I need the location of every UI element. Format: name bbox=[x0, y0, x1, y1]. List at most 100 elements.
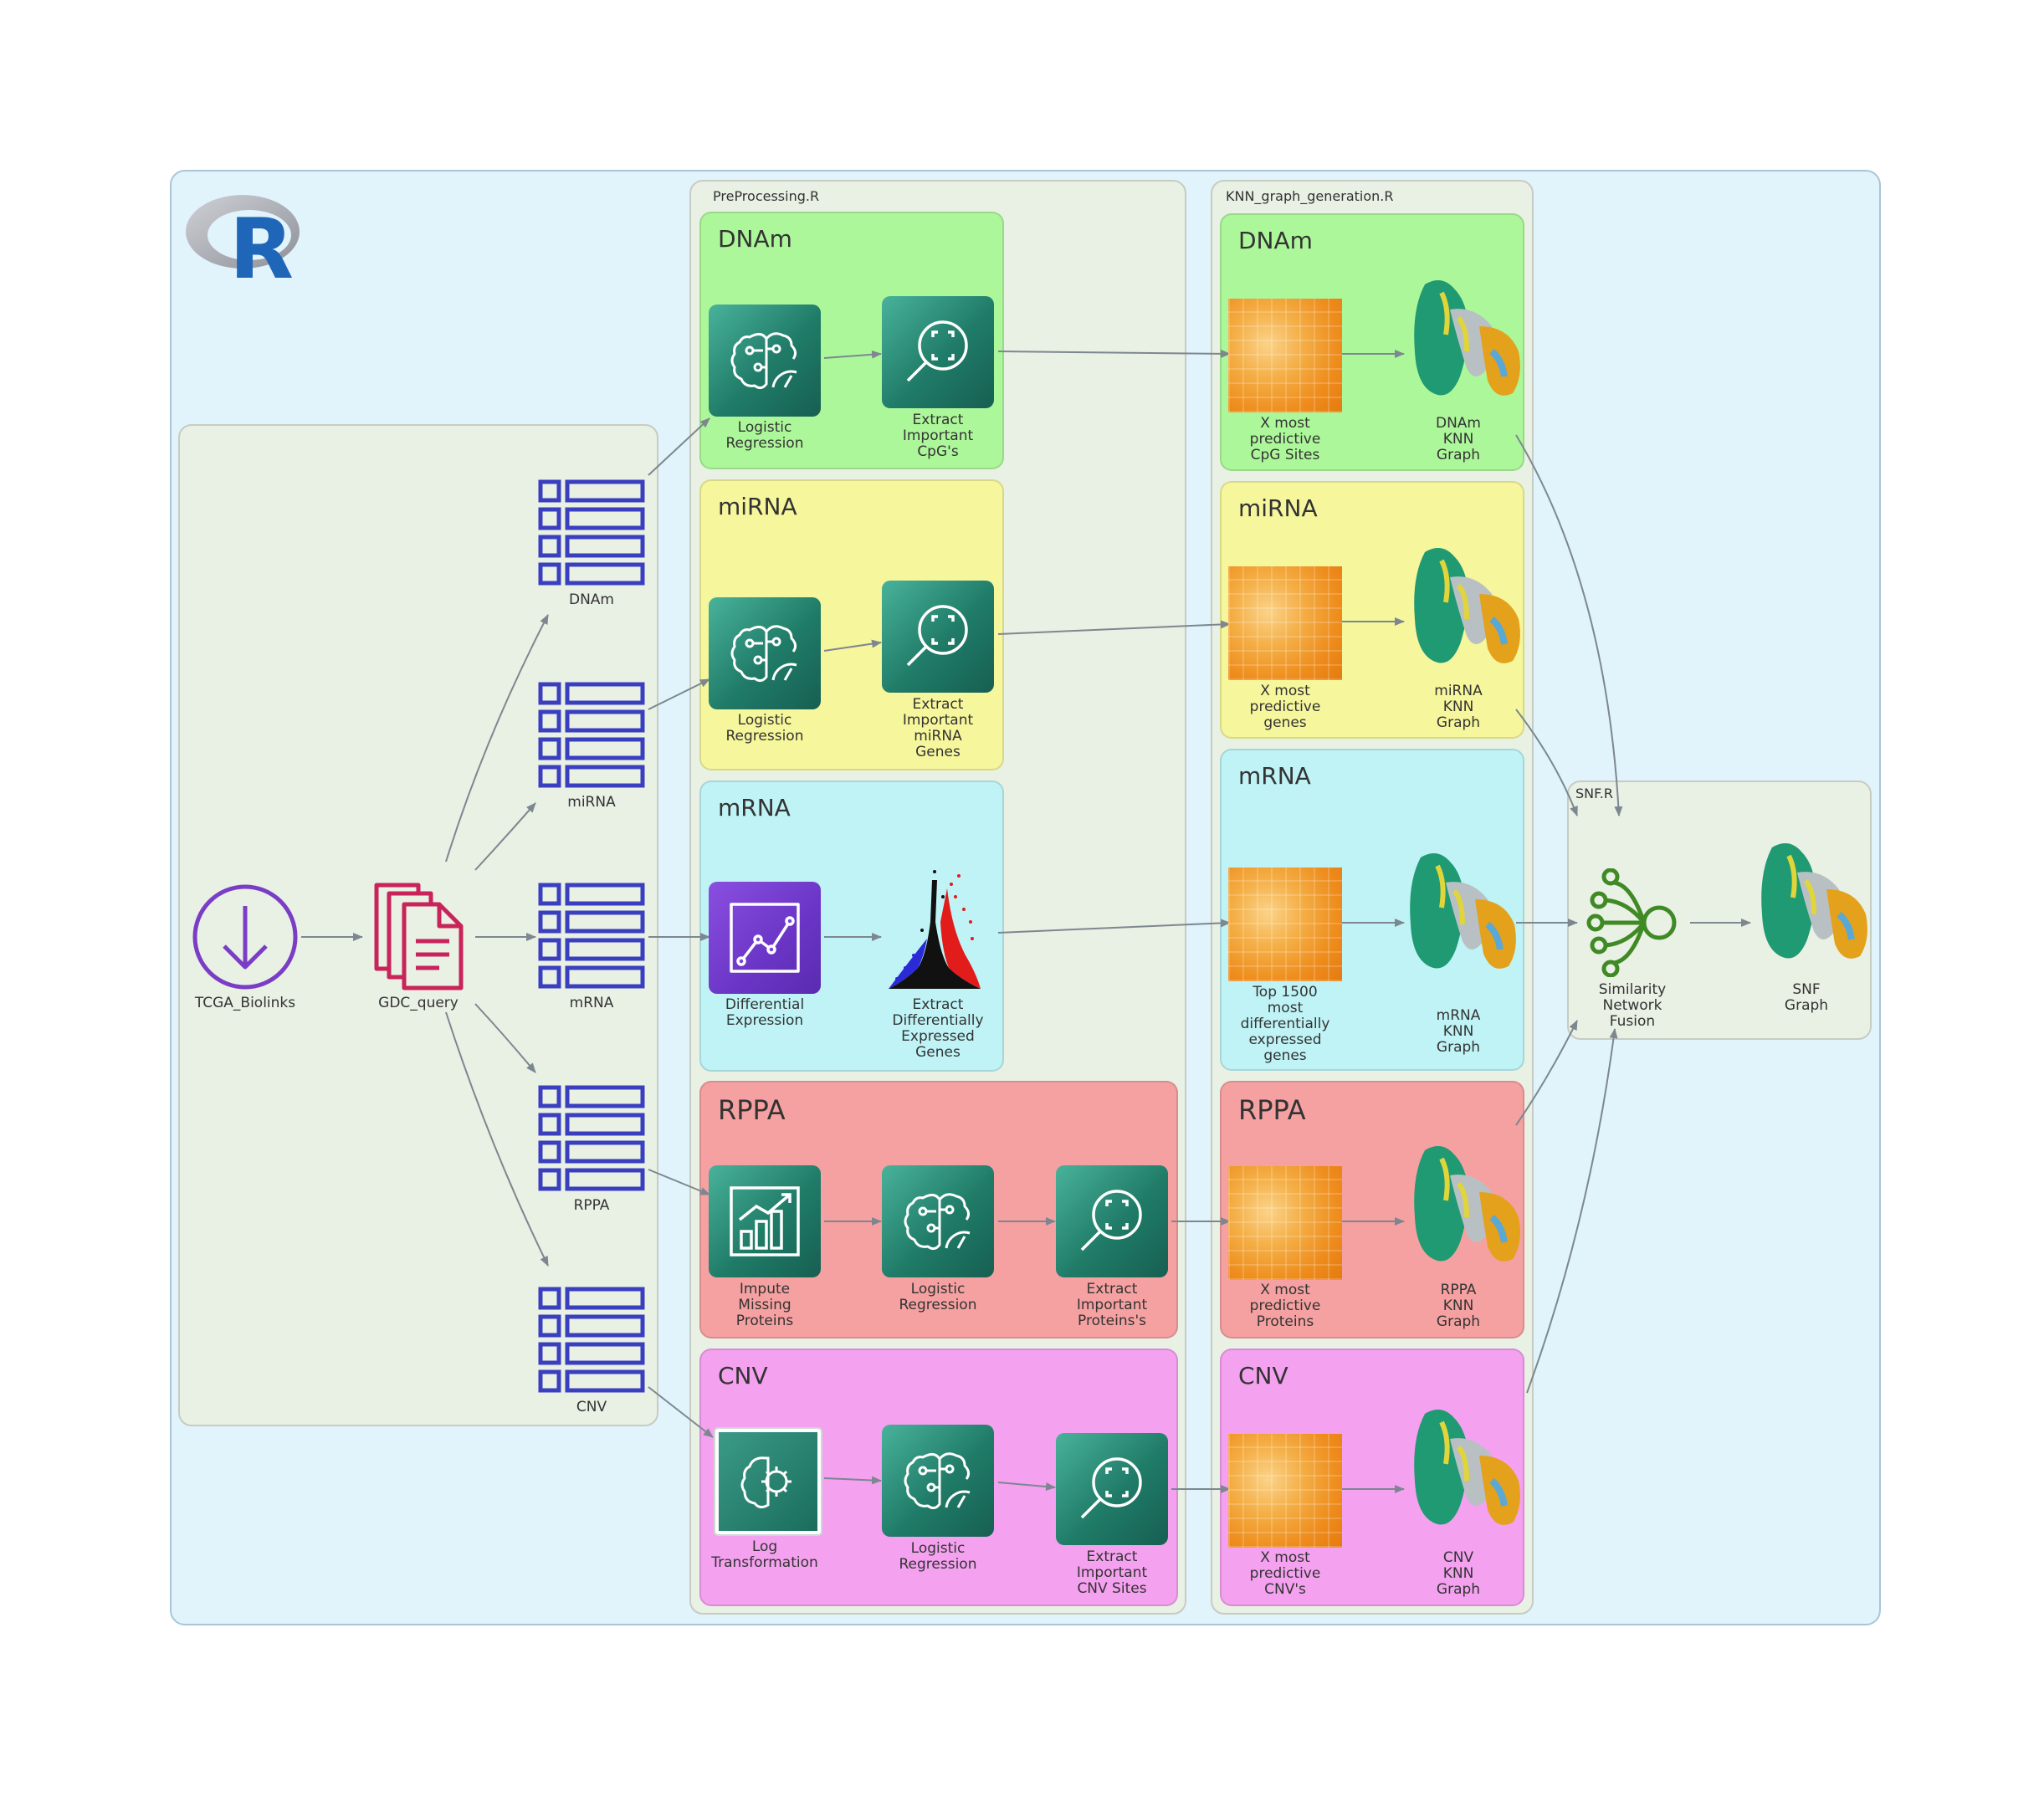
pre-cnv-node1-label: Log Transformation bbox=[711, 1538, 818, 1571]
pre-rppa-node3-label: Extract Important Proteins's bbox=[1076, 1281, 1148, 1329]
extract-tile-rppa bbox=[1056, 1165, 1168, 1277]
pre-dnam-title: DNAm bbox=[718, 225, 792, 253]
table-icon-mirna bbox=[538, 682, 645, 788]
tcga-label: TCGA_Biolinks bbox=[194, 995, 296, 1011]
download-icon bbox=[192, 884, 298, 990]
edge-mirna-ex-heat bbox=[997, 620, 1231, 635]
knn-graph-mrna-icon bbox=[1410, 853, 1516, 969]
differential-expression-tile bbox=[709, 882, 821, 994]
knn-rppa-heat-label: X most predictive Proteins bbox=[1249, 1282, 1321, 1330]
edge-cnv-graph-snf bbox=[1526, 1028, 1618, 1394]
knn-rppa-graph-label: RPPA KNN Graph bbox=[1436, 1282, 1481, 1330]
svg-text:R: R bbox=[229, 200, 294, 284]
knn-cnv-heat-label: X most predictive CNV's bbox=[1249, 1549, 1321, 1598]
bar-chart-icon bbox=[730, 1186, 800, 1257]
pre-mrna-node1-label: Differential Expression bbox=[725, 996, 805, 1029]
knn-title: KNN_graph_generation.R bbox=[1226, 188, 1394, 204]
line-chart-icon bbox=[730, 903, 800, 973]
gear-brain-icon bbox=[740, 1456, 791, 1509]
knn-graph-rppa-icon bbox=[1414, 1146, 1520, 1262]
table-icon-cnv bbox=[538, 1287, 645, 1393]
preprocessing-title: PreProcessing.R bbox=[713, 188, 820, 204]
magnifier-icon bbox=[1080, 1457, 1142, 1519]
pre-mirna-node2-label: Extract Important miRNA Genes bbox=[902, 696, 974, 760]
log-transformation-tile bbox=[715, 1429, 821, 1534]
pre-mirna-node1-label: Logistic Regression bbox=[725, 712, 804, 745]
pre-cnv-node3-label: Extract Important CNV Sites bbox=[1076, 1548, 1148, 1597]
edge-gdc-dnam bbox=[445, 614, 549, 862]
edge-rppa-graph-snf bbox=[1515, 1020, 1578, 1126]
volcano-plot-icon bbox=[889, 870, 981, 989]
edge-dnam-graph-snf bbox=[1515, 434, 1623, 816]
edge-mrna-ex-heat bbox=[997, 919, 1231, 934]
pre-cnv-node2-label: Logistic Regression bbox=[899, 1540, 977, 1573]
brain-icon bbox=[904, 1452, 971, 1510]
edge-rppa-pre bbox=[648, 1169, 710, 1195]
pre-mrna-title: mRNA bbox=[718, 794, 791, 821]
magnifier-icon bbox=[1080, 1190, 1142, 1251]
knn-mirna-heat-label: X most predictive genes bbox=[1249, 683, 1321, 731]
extract-tile-mirna bbox=[882, 581, 994, 693]
brain-icon bbox=[730, 332, 797, 390]
snf-fusion-label: Similarity Network Fusion bbox=[1598, 981, 1667, 1030]
logistic-regression-tile-rppa bbox=[882, 1165, 994, 1277]
edge-cnv-2-3 bbox=[997, 1482, 1056, 1492]
logistic-regression-tile-dnam bbox=[709, 305, 821, 417]
knn-mrna-heat-label: Top 1500 most differentially expressed g… bbox=[1240, 984, 1330, 1064]
edge-gdc-rppa bbox=[474, 1003, 536, 1073]
edge-mirna-pre bbox=[648, 678, 710, 710]
r-logo-icon: R bbox=[186, 195, 300, 284]
heatmap-mirna bbox=[1228, 566, 1342, 680]
logistic-regression-tile-cnv bbox=[882, 1425, 994, 1537]
heatmap-cnv bbox=[1228, 1434, 1342, 1548]
network-fusion-icon bbox=[1586, 868, 1677, 977]
pre-rppa-title: RPPA bbox=[718, 1094, 786, 1126]
table-icon-mrna bbox=[538, 883, 645, 989]
brain-icon bbox=[904, 1193, 971, 1251]
edge-cnv-1-2 bbox=[823, 1476, 882, 1485]
table-label-cnv: CNV bbox=[576, 1399, 607, 1415]
knn-cnv-title: CNV bbox=[1238, 1362, 1288, 1390]
pre-dnam-node1-label: Logistic Regression bbox=[725, 419, 804, 452]
heatmap-dnam bbox=[1228, 299, 1342, 412]
edge-gdc-cnv bbox=[445, 1011, 549, 1267]
pre-rppa-node1-label: Impute Missing Proteins bbox=[735, 1281, 794, 1329]
knn-dnam-graph-label: DNAm KNN Graph bbox=[1436, 415, 1481, 463]
knn-graph-cnv-icon bbox=[1414, 1410, 1520, 1525]
knn-rppa-title: RPPA bbox=[1238, 1094, 1306, 1126]
table-icon-dnam bbox=[538, 479, 645, 586]
extract-tile-cnv bbox=[1056, 1433, 1168, 1545]
pre-dnam-node2-label: Extract Important CpG's bbox=[902, 412, 974, 460]
document-icon bbox=[374, 883, 464, 990]
extract-tile-dnam bbox=[882, 296, 994, 408]
table-icon-rppa bbox=[538, 1085, 645, 1191]
knn-dnam-heat-label: X most predictive CpG Sites bbox=[1249, 415, 1321, 463]
snf-graph-icon bbox=[1761, 843, 1867, 959]
knn-graph-mirna-icon bbox=[1414, 548, 1520, 663]
knn-mrna-graph-label: mRNA KNN Graph bbox=[1436, 1007, 1481, 1056]
edge-mirna-lr-ex bbox=[823, 639, 882, 652]
magnifier-icon bbox=[906, 320, 968, 382]
heatmap-mrna bbox=[1228, 868, 1342, 981]
pre-cnv-title: CNV bbox=[718, 1362, 768, 1390]
magnifier-icon bbox=[906, 605, 968, 667]
knn-graph-dnam-icon bbox=[1414, 280, 1520, 396]
snf-graph-label: SNF Graph bbox=[1784, 981, 1829, 1014]
knn-cnv-graph-label: CNV KNN Graph bbox=[1436, 1549, 1481, 1598]
impute-tile bbox=[709, 1165, 821, 1277]
edge-dnam-ex-heat bbox=[997, 349, 1231, 358]
edge-mirna-graph-snf bbox=[1515, 709, 1578, 816]
knn-mirna-graph-label: miRNA KNN Graph bbox=[1434, 683, 1483, 731]
knn-dnam-title: DNAm bbox=[1238, 227, 1313, 254]
pre-mirna-title: miRNA bbox=[718, 493, 797, 520]
table-label-mrna: mRNA bbox=[569, 995, 614, 1011]
heatmap-rppa bbox=[1228, 1166, 1342, 1280]
snf-title: SNF.R bbox=[1575, 786, 1613, 801]
table-label-dnam: DNAm bbox=[569, 591, 614, 608]
edge-dnam-lr-ex bbox=[823, 350, 882, 359]
edge-gdc-mirna bbox=[474, 802, 536, 871]
knn-mrna-title: mRNA bbox=[1238, 762, 1311, 790]
knn-mirna-title: miRNA bbox=[1238, 494, 1318, 522]
pre-mrna-node2-label: Extract Differentially Expressed Genes bbox=[892, 996, 984, 1061]
